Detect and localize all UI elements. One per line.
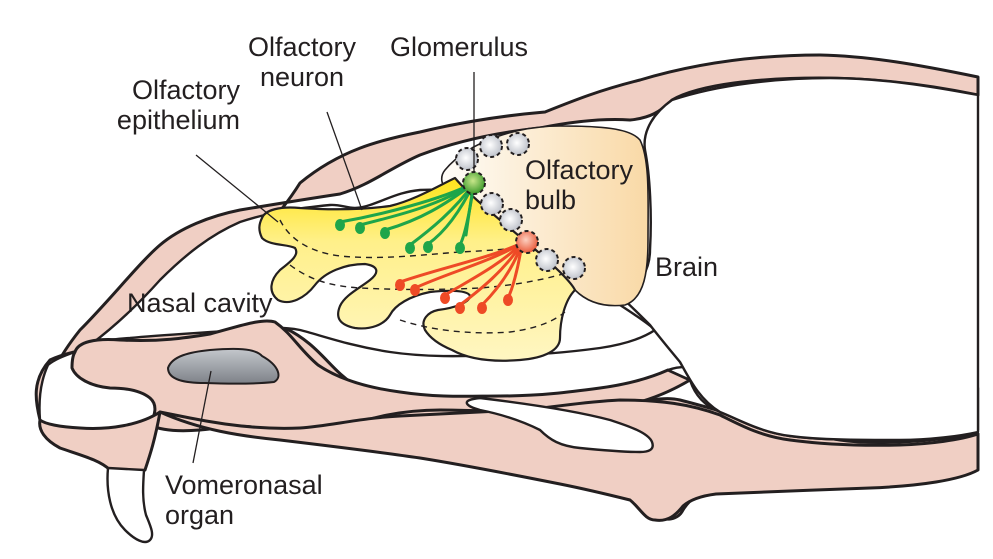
label-line: Olfactory <box>131 75 240 105</box>
label-line: Vomeronasal <box>165 470 323 500</box>
mandible <box>158 398 980 522</box>
label-olfactory-bulb: Olfactory bulb <box>525 155 633 215</box>
incisor-tooth <box>106 466 154 544</box>
vomeronasal-organ <box>166 347 280 385</box>
label-line: neuron <box>259 62 345 92</box>
label-glomerulus: Glomerulus <box>390 32 529 62</box>
label-olfactory-epithelium: Olfactory epithelium <box>90 75 240 135</box>
glomerulus-gray <box>480 192 504 216</box>
glomerulus-green <box>462 171 486 195</box>
glomerulus-gray <box>499 208 523 232</box>
glomerulus-gray <box>506 132 530 156</box>
label-vomeronasal-organ: Vomeronasal organ <box>165 470 323 530</box>
label-nasal-cavity: Nasal cavity <box>127 288 273 318</box>
label-line: organ <box>165 500 235 530</box>
glomerulus-gray <box>455 147 479 171</box>
glomerulus-gray <box>479 134 503 158</box>
glomeruli <box>455 132 586 280</box>
leader-olfactory-neuron <box>326 111 363 211</box>
green-neurons <box>335 181 476 254</box>
label-olfactory-neuron: Olfactory neuron <box>232 32 372 92</box>
epithelium-basal-line <box>399 311 566 334</box>
label-line: Olfactory <box>525 155 634 185</box>
epithelium-basal-line <box>279 219 541 259</box>
mandible-slot <box>465 396 654 454</box>
label-line: bulb <box>525 185 577 215</box>
epithelium-basal-line <box>289 264 571 291</box>
glomerulus-gray <box>535 248 559 272</box>
label-line: epithelium <box>116 105 240 135</box>
leader-olfactory-epithelium <box>195 154 279 223</box>
label-line: Olfactory <box>247 32 357 62</box>
label-brain: Brain <box>655 252 719 282</box>
glomerulus-gray <box>562 256 586 280</box>
glomerulus-red <box>515 230 539 254</box>
cranial-cavity <box>620 76 980 442</box>
leader-vomeronasal-organ <box>192 370 212 464</box>
